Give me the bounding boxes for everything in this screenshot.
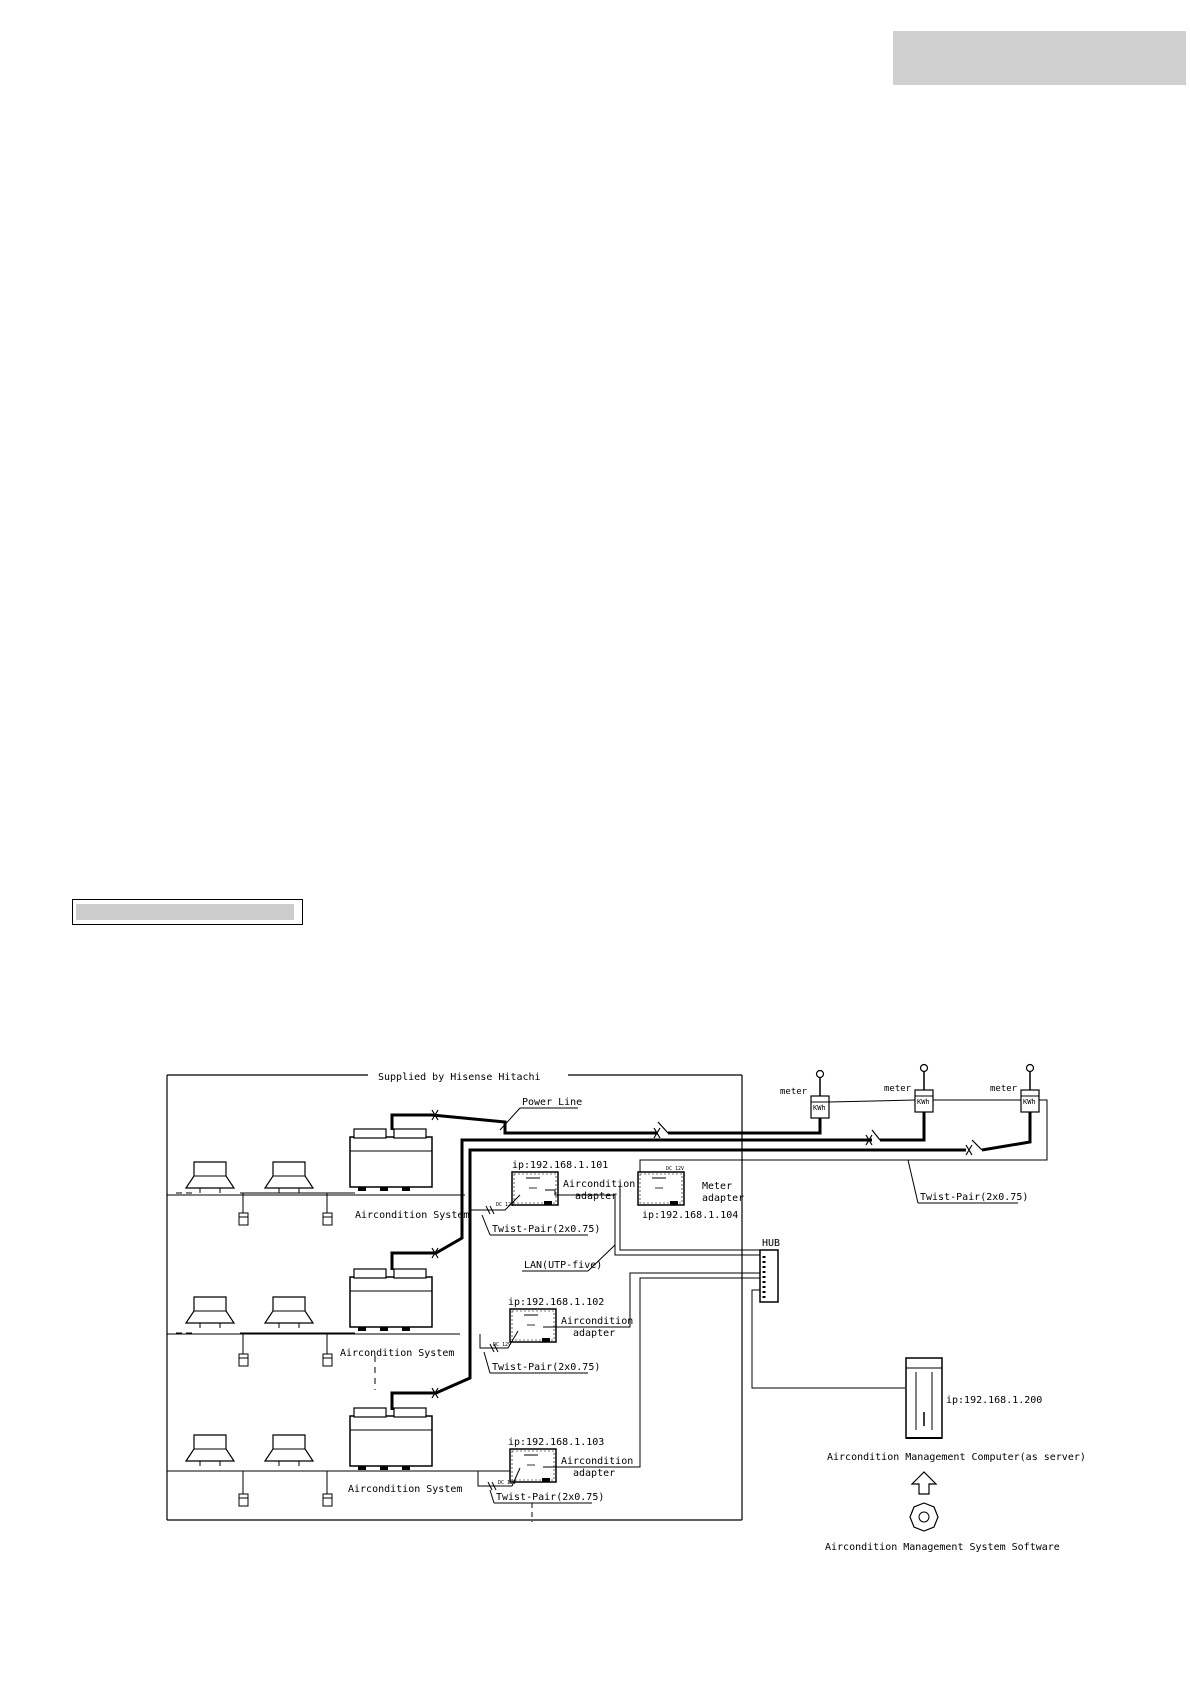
meter-2-label: meter <box>884 1084 912 1094</box>
power-line-label: Power Line <box>522 1097 582 1108</box>
lan-label: LAN(UTP-five) <box>524 1260 602 1271</box>
server-label: Aircondition Management Computer(as serv… <box>827 1452 1086 1463</box>
ac-adapter-3-l1: Aircondition <box>561 1456 633 1467</box>
section-heading-fill <box>76 904 294 920</box>
meter-3: KWh meter <box>990 1063 1040 1119</box>
ac-adapter-3: ip:192.168.1.103 Aircondition adapter DC… <box>498 1437 633 1486</box>
meter-adapter-dc: DC 12V <box>666 1166 684 1172</box>
twist-pair-3: Twist-Pair(2x0.75) <box>496 1492 604 1503</box>
meter-adapter: DC 12V Meter adapter ip:192.168.1.104 <box>637 1166 744 1221</box>
meter-1-label: meter <box>780 1087 808 1097</box>
ac-adapter-3-ip: ip:192.168.1.103 <box>508 1437 604 1448</box>
hub: HUB <box>759 1238 780 1303</box>
twist-pair-meter: Twist-Pair(2x0.75) <box>920 1192 1028 1203</box>
ac-adapter-2-dc: DC 12V <box>493 1342 511 1348</box>
ac-adapter-2: ip:192.168.1.102 Aircondition adapter DC… <box>493 1297 633 1348</box>
header-tab-block <box>893 31 1186 85</box>
software-disc-icon <box>909 1502 939 1532</box>
meter-1-kwh: KWh <box>813 1104 826 1112</box>
ac-adapter-1: ip:192.168.1.101 Aircondition adapter DC… <box>496 1160 635 1208</box>
meter-3-kwh: KWh <box>1023 1098 1036 1106</box>
meter-adapter-l1: Meter <box>702 1181 732 1192</box>
ac-adapter-3-l2: adapter <box>573 1468 615 1479</box>
frame-label: Supplied by Hisense Hitachi <box>378 1072 541 1083</box>
ac-adapter-2-l2: adapter <box>573 1328 615 1339</box>
meter-2: KWh meter <box>884 1063 934 1119</box>
aircondition-system-3: Aircondition System <box>176 1407 462 1507</box>
system-3-label: Aircondition System <box>348 1484 462 1495</box>
aircondition-system-2: Aircondition System <box>176 1268 454 1390</box>
aircondition-system-1: Aircondition System <box>176 1128 469 1226</box>
server-computer <box>905 1357 943 1439</box>
system-1-label: Aircondition System <box>355 1210 469 1221</box>
meter-adapter-l2: adapter <box>702 1193 744 1204</box>
frame <box>166 1074 743 1521</box>
software-label: Aircondition Management System Software <box>825 1542 1060 1553</box>
twist-pair-2: Twist-Pair(2x0.75) <box>492 1362 600 1373</box>
section-heading-bar <box>72 899 303 925</box>
hub-label: HUB <box>762 1238 780 1249</box>
ac-adapter-1-l1: Aircondition <box>563 1179 635 1190</box>
meter-2-kwh: KWh <box>917 1098 930 1106</box>
meter-adapter-ip: ip:192.168.1.104 <box>642 1210 738 1221</box>
ac-adapter-1-dc: DC 12V <box>496 1202 514 1208</box>
system-2-label: Aircondition System <box>340 1348 454 1359</box>
up-arrow-icon <box>910 1471 938 1495</box>
twist-pair-lines <box>469 1194 521 1491</box>
meter-1: KWh meter <box>780 1069 830 1125</box>
ac-adapter-1-l2: adapter <box>575 1191 617 1202</box>
ac-adapter-2-ip: ip:192.168.1.102 <box>508 1297 604 1308</box>
ac-adapter-1-ip: ip:192.168.1.101 <box>512 1160 608 1171</box>
ac-adapter-2-l1: Aircondition <box>561 1316 633 1327</box>
twist-pair-1: Twist-Pair(2x0.75) <box>492 1224 600 1235</box>
lan-lines <box>543 1185 905 1468</box>
meter-3-label: meter <box>990 1084 1018 1094</box>
server-ip: ip:192.168.1.200 <box>946 1395 1042 1406</box>
ac-adapter-3-dc: DC 12V <box>498 1480 516 1486</box>
